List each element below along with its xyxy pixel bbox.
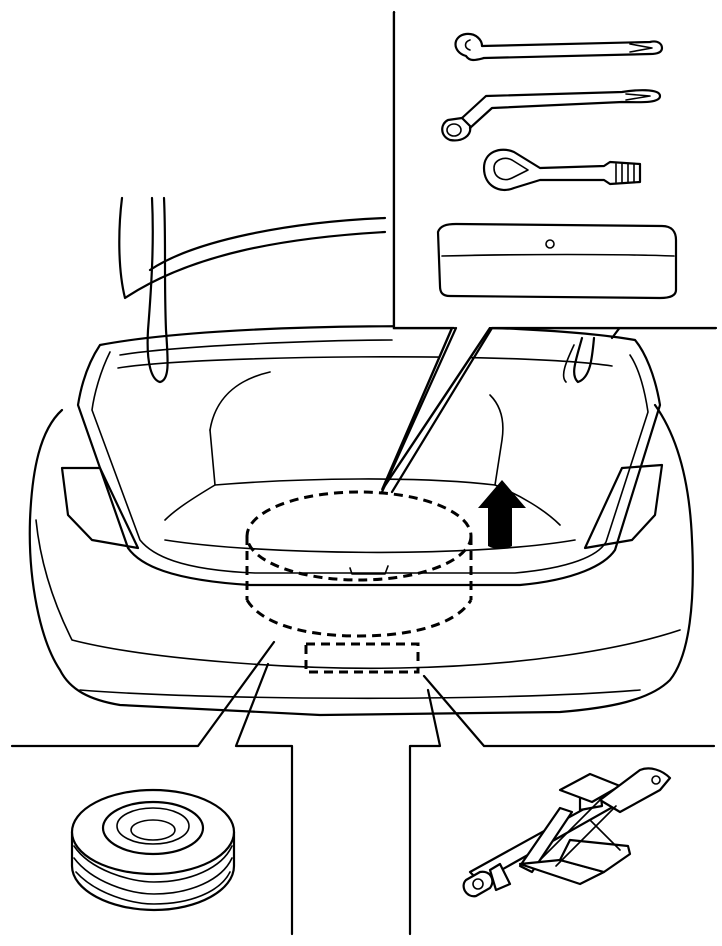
scissor-jack-icon bbox=[462, 767, 672, 898]
jack-location-marker bbox=[304, 642, 420, 674]
spare-tire-location-marker bbox=[245, 490, 473, 638]
spare-tire-callout bbox=[10, 640, 294, 936]
jack-callout bbox=[408, 674, 716, 936]
lug-wrench-icon bbox=[454, 32, 664, 62]
spare-tire-icon bbox=[70, 788, 236, 912]
jack-handle-icon bbox=[441, 89, 662, 142]
tow-hook-icon bbox=[482, 148, 642, 192]
tool-bag-icon bbox=[436, 222, 678, 300]
car-rear bbox=[28, 196, 694, 717]
